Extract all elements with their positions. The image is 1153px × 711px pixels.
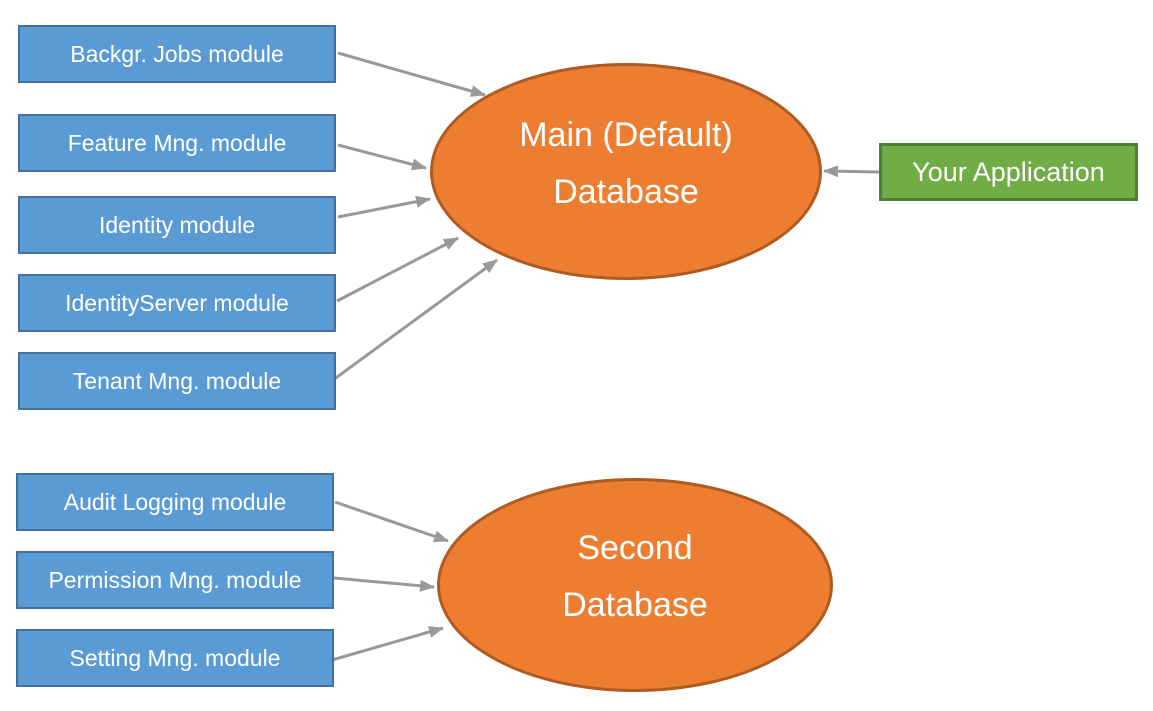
- arrow-permission-mng-to-second-db: [333, 576, 435, 592]
- module-label: Identity module: [99, 211, 255, 238]
- arrow-setting-mng-to-second-db: [331, 626, 444, 662]
- module-label: Tenant Mng. module: [72, 367, 282, 394]
- second-database-label-line1: Second: [577, 529, 693, 567]
- module-box-backgr-jobs: Backgr. Jobs module: [18, 25, 336, 83]
- module-box-feature-mng: Feature Mng. module: [18, 114, 336, 172]
- main-database-label-line1: Main (Default): [519, 115, 733, 154]
- second-database-ellipse: Second Database: [437, 478, 833, 692]
- arrow-identityserver-to-main-db: [336, 236, 459, 303]
- module-label: Backgr. Jobs module: [70, 40, 284, 67]
- module-box-identity: Identity module: [18, 196, 336, 254]
- arrow-backgr-jobs-to-main-db: [337, 51, 486, 97]
- module-box-tenant-mng: Tenant Mng. module: [18, 352, 336, 410]
- module-label: Feature Mng. module: [67, 129, 287, 156]
- your-application-label: Your Application: [912, 156, 1105, 187]
- arrow-tenant-mng-to-main-db: [332, 258, 498, 382]
- module-box-audit-logging: Audit Logging module: [16, 473, 334, 531]
- module-label: Audit Logging module: [63, 488, 287, 515]
- module-label: IdentityServer module: [65, 289, 289, 316]
- module-label: Setting Mng. module: [69, 644, 281, 671]
- main-database-label: Main (Default) Database: [519, 107, 733, 221]
- second-database-label-line2: Database: [562, 586, 708, 624]
- module-box-setting-mng: Setting Mng. module: [16, 629, 334, 687]
- main-database-ellipse: Main (Default) Database: [430, 63, 822, 280]
- arrow-audit-logging-to-second-db: [334, 500, 449, 543]
- second-database-label: Second Database: [562, 520, 708, 634]
- main-database-label-line2: Database: [553, 172, 699, 211]
- module-label: Permission Mng. module: [48, 566, 302, 593]
- your-application-box: Your Application: [879, 143, 1138, 201]
- module-box-permission-mng: Permission Mng. module: [16, 551, 334, 609]
- module-box-identityserver: IdentityServer module: [18, 274, 336, 332]
- arrow-application-to-main-db: [823, 165, 880, 178]
- arrow-feature-mng-to-main-db: [337, 143, 427, 171]
- arrow-identity-to-main-db: [337, 195, 431, 219]
